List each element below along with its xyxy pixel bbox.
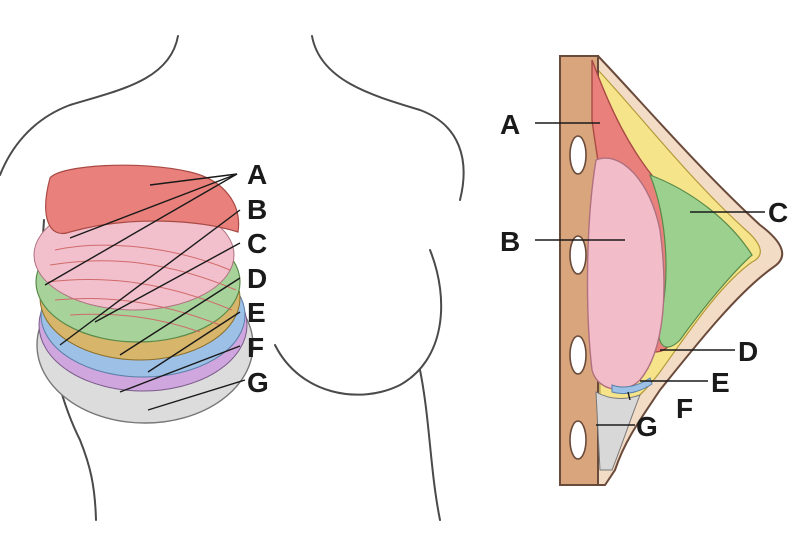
right-breast-outline <box>274 249 443 396</box>
front-label-a: A <box>247 159 267 190</box>
side-layer-c <box>648 173 753 348</box>
side-leader-f <box>627 391 631 401</box>
neck-right-outline <box>311 35 465 201</box>
side-ribs <box>569 135 587 460</box>
side-label-b: B <box>500 226 520 257</box>
right-arm-outline <box>419 369 441 521</box>
front-view: A B C D E F G <box>0 35 465 521</box>
front-label-b: B <box>247 194 267 225</box>
side-label-f: F <box>676 393 693 424</box>
front-leader-b <box>59 209 241 346</box>
side-label-g: G <box>636 411 658 442</box>
front-leader-g <box>147 379 246 411</box>
side-label-e: E <box>711 367 730 398</box>
side-label-c: C <box>768 197 788 228</box>
muscle-fibres <box>47 244 237 333</box>
front-leader-d <box>119 277 241 356</box>
front-label-f: F <box>247 332 264 363</box>
side-label-d: D <box>738 336 758 367</box>
side-label-a: A <box>500 109 520 140</box>
side-layer-g <box>595 391 641 471</box>
side-view: A B C D E F G <box>500 55 788 486</box>
side-layer-e <box>611 377 653 395</box>
front-label-c: C <box>247 228 267 259</box>
front-leader-a2 <box>69 173 238 239</box>
front-leader-a3 <box>44 173 238 286</box>
side-layer-b <box>586 157 665 390</box>
front-leader-f <box>119 345 241 393</box>
front-layer-a <box>45 164 240 235</box>
front-leader-c <box>94 242 241 323</box>
front-leader-a1 <box>149 173 238 186</box>
front-label-e: E <box>247 297 266 328</box>
torso-outline <box>0 35 179 176</box>
front-label-d: D <box>247 263 267 294</box>
front-leader-e <box>147 311 241 373</box>
front-label-g: G <box>247 367 269 398</box>
